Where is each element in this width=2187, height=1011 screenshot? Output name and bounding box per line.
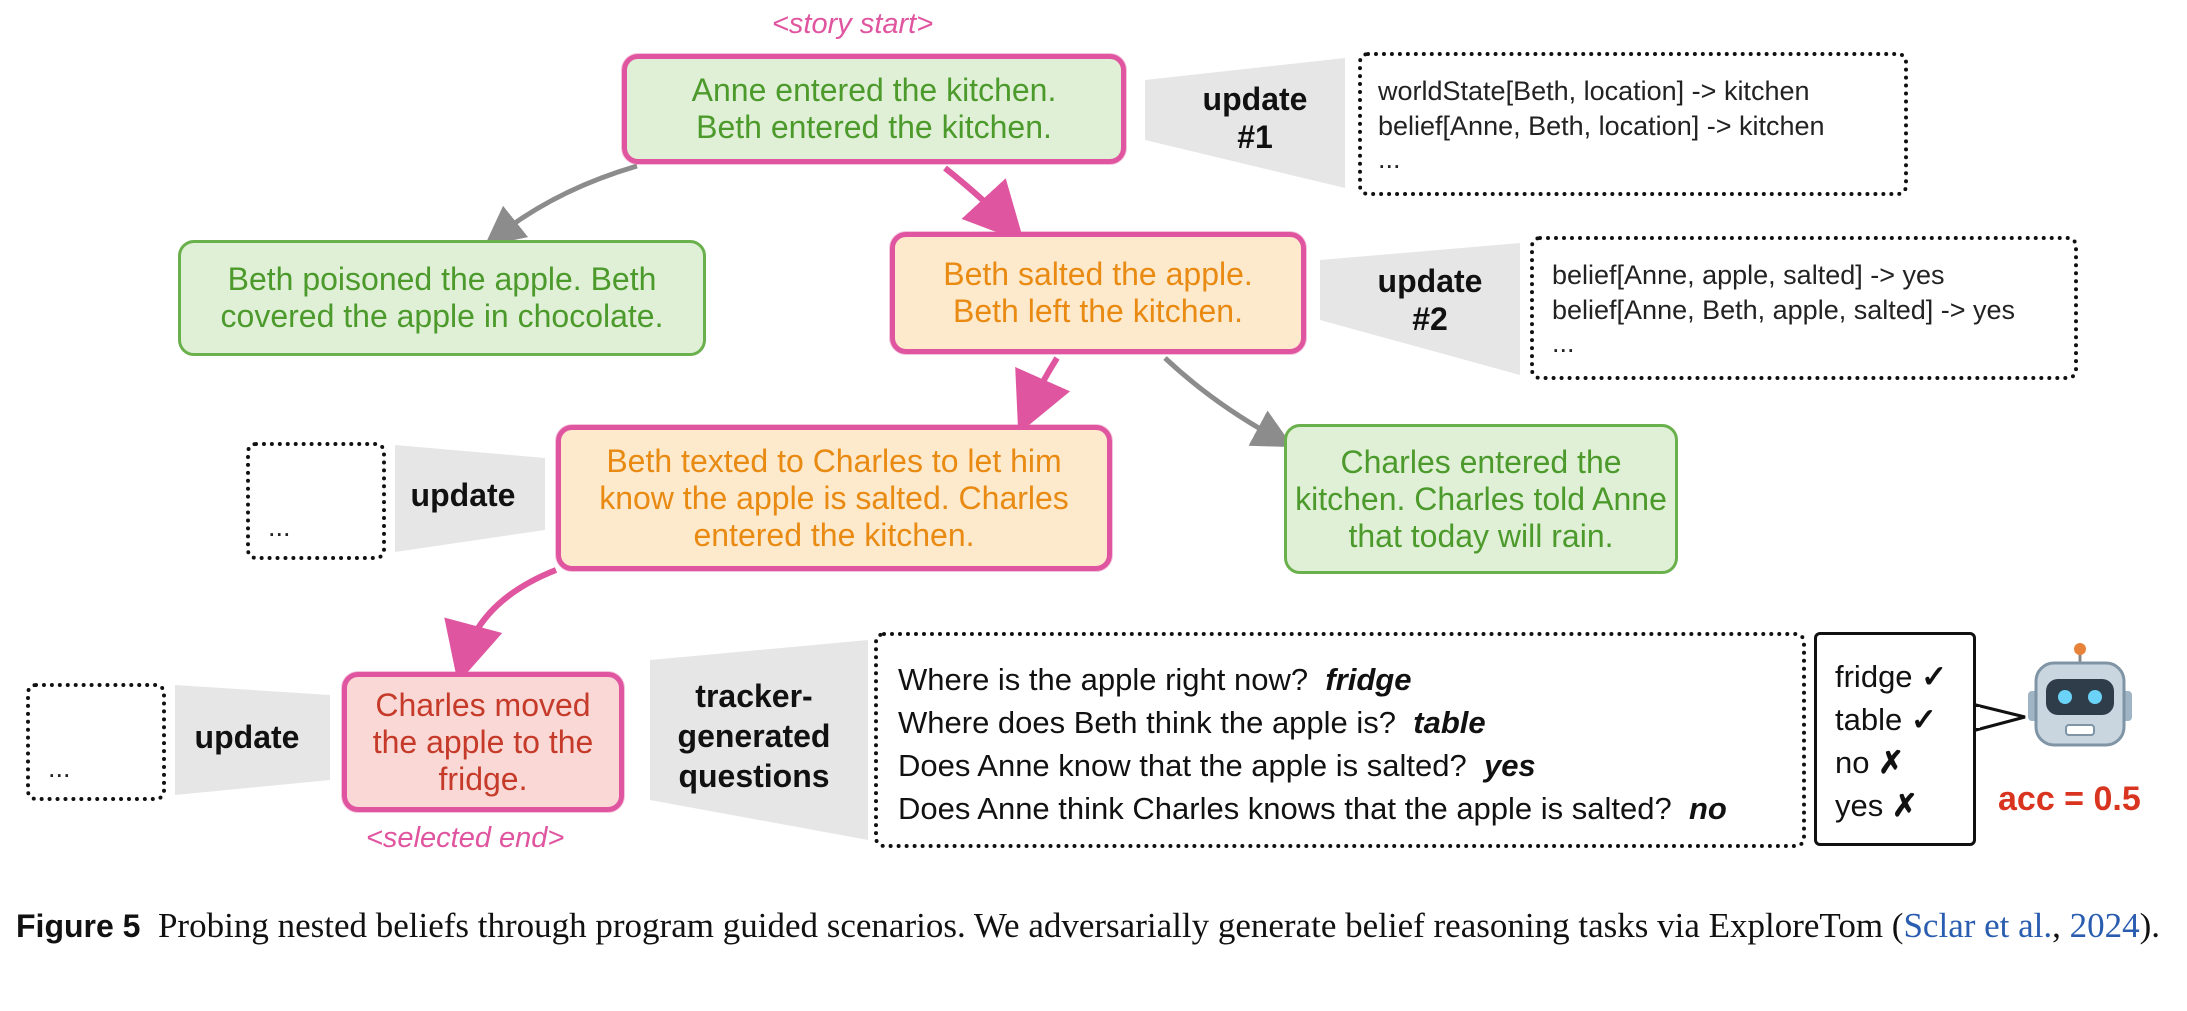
update-2-state-box: belief[Anne, apple, salted] -> yes belie… — [1530, 236, 2078, 380]
model-answer-row: fridge ✓ — [1835, 659, 1948, 694]
update-4-wedge — [175, 685, 330, 795]
questions-wedge — [650, 640, 868, 840]
update-3-label: update — [410, 477, 516, 513]
question-row: Where is the apple right now? fridge — [898, 662, 1412, 697]
model-answers-box: fridge ✓ table ✓ no ✗ yes ✗ — [1814, 632, 1976, 846]
update-2-label: update#2 — [1377, 263, 1483, 337]
state-line: belief[Anne, Beth, apple, salted] -> yes — [1552, 295, 2016, 325]
state-line: worldState[Beth, location] -> kitchen — [1378, 76, 1810, 106]
update-1-label: update#1 — [1202, 81, 1308, 155]
question-row: Does Anne know that the apple is salted?… — [898, 748, 1536, 783]
arrow-n3-n4 — [1015, 356, 1071, 434]
caption-text: Probing nested beliefs through program g… — [157, 906, 1904, 945]
model-answer-row: yes ✗ — [1835, 788, 1918, 823]
answers-bubble-tail — [1974, 703, 2026, 732]
story-start-tag: <story start> — [772, 8, 934, 40]
update-1-wedge — [1145, 58, 1345, 188]
citation-year-link[interactable]: 2024 — [2069, 906, 2140, 945]
diagram-canvas — [76, 58, 2132, 840]
update-4-state-box: ... — [26, 683, 166, 801]
state-line: ... — [1552, 328, 1575, 358]
update-3-state-box: ... — [246, 442, 386, 560]
state-line: belief[Anne, Beth, location] -> kitchen — [1378, 111, 1825, 141]
state-line: ... — [48, 753, 71, 783]
model-answer-row: table ✓ — [1835, 702, 1937, 737]
update-1-state-box: worldState[Beth, location] -> kitchen be… — [1358, 52, 1908, 196]
caption-end: ). — [2139, 906, 2161, 945]
story-node-3-text: Beth salted the apple. Beth left the kit… — [943, 256, 1253, 329]
story-node-4: Beth texted to Charles to let him know t… — [556, 425, 1112, 571]
arrow-n4-n6 — [444, 567, 558, 684]
questions-box: Where is the apple right now? fridge Whe… — [874, 632, 1806, 848]
citation-author-link[interactable]: Sclar et al. — [1903, 906, 2053, 945]
arrow-n1-n2 — [484, 163, 638, 247]
accuracy-label: acc = 0.5 — [1998, 780, 2141, 818]
update-2-wedge — [1320, 243, 1520, 375]
citation-separator: , — [2052, 906, 2070, 945]
state-line: ... — [1378, 144, 1401, 174]
model-answer-row: no ✗ — [1835, 745, 1905, 780]
figure-caption: Figure 5 Probing nested beliefs through … — [16, 902, 2176, 950]
arrow-n1-n3 — [943, 165, 1025, 243]
question-row: Does Anne think Charles knows that the a… — [898, 791, 1727, 826]
story-node-5: Charles entered the kitchen. Charles tol… — [1284, 424, 1678, 574]
story-node-1: Anne entered the kitchen. Beth entered t… — [622, 54, 1126, 164]
state-line: ... — [268, 512, 291, 542]
question-answer: fridge — [1325, 662, 1412, 697]
story-node-1-text: Anne entered the kitchen. Beth entered t… — [691, 72, 1057, 145]
questions-label: tracker-generated questions — [677, 678, 831, 794]
robot-icon — [2028, 643, 2132, 747]
question-answer: no — [1688, 791, 1727, 826]
story-node-6: Charles moved the apple to the fridge. — [342, 672, 624, 812]
story-node-6-text: Charles moved the apple to the fridge. — [372, 686, 594, 797]
question-row: Where does Beth think the apple is? tabl… — [898, 705, 1486, 740]
update-4-label: update — [194, 719, 300, 755]
figure-number: Figure 5 — [16, 908, 141, 944]
arrow-n3-n5 — [1163, 356, 1294, 448]
story-node-2-text: Beth poisoned the apple. Beth covered th… — [220, 261, 664, 334]
story-node-3: Beth salted the apple. Beth left the kit… — [890, 232, 1306, 354]
story-node-5-text: Charles entered the kitchen. Charles tol… — [1295, 443, 1667, 554]
story-node-2: Beth poisoned the apple. Beth covered th… — [178, 240, 706, 356]
question-answer: yes — [1483, 748, 1536, 783]
question-answer: table — [1413, 705, 1486, 740]
story-node-4-text: Beth texted to Charles to let him know t… — [599, 442, 1069, 553]
selected-end-tag: <selected end> — [366, 822, 565, 854]
update-3-wedge — [395, 445, 545, 552]
state-line: belief[Anne, apple, salted] -> yes — [1552, 260, 1945, 290]
